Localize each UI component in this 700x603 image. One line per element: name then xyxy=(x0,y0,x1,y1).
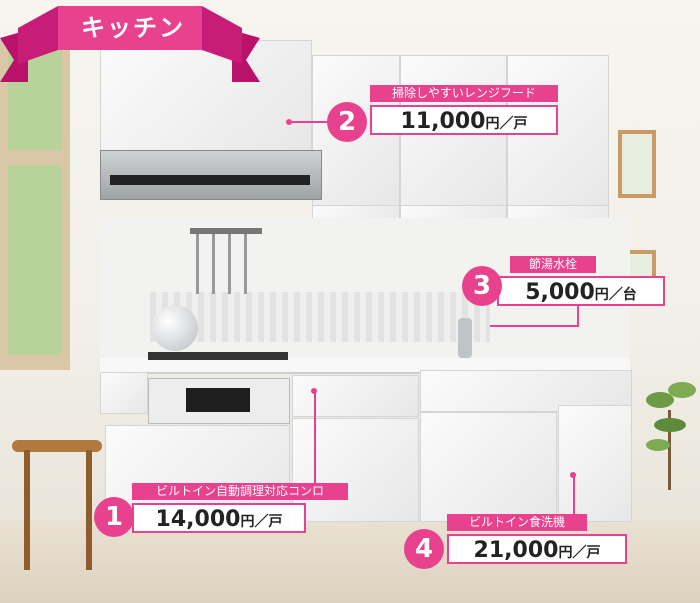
callout-4-unit: 円／戸 xyxy=(558,545,601,561)
callout-3-number: 3 xyxy=(462,266,502,306)
callout-4-dot xyxy=(570,472,576,478)
upper-cabinet-left xyxy=(100,40,312,152)
utensil xyxy=(212,234,215,294)
cooktop xyxy=(148,352,288,360)
utensil xyxy=(196,234,199,294)
callout-1-number: 1 xyxy=(94,497,134,537)
base-drawer-mid xyxy=(292,418,419,522)
dishwasher-panel xyxy=(558,405,632,522)
base-drawer-sink xyxy=(420,412,557,522)
utensil xyxy=(244,234,247,294)
callout-4-price: 21,000 xyxy=(473,538,559,563)
wall-frame xyxy=(618,130,656,198)
utensil xyxy=(228,234,231,294)
utensil-rail xyxy=(190,228,262,234)
stool-leg xyxy=(86,450,92,570)
base-drawer-top xyxy=(292,375,419,417)
faucet xyxy=(458,318,472,358)
callout-3-price: 5,000 xyxy=(525,280,595,305)
callout-2-number: 2 xyxy=(327,102,367,142)
kettle xyxy=(152,305,198,351)
callout-4-label: ビルトイン食洗機 xyxy=(447,514,587,531)
plant xyxy=(646,382,696,490)
callout-2-dot xyxy=(286,119,292,125)
oven-window xyxy=(186,388,250,412)
callout-2-line xyxy=(291,121,341,123)
callout-3-label: 節湯水栓 xyxy=(510,256,596,273)
section-ribbon xyxy=(0,6,260,82)
callout-1-price: 14,000 xyxy=(155,507,241,532)
callout-2-price: 11,000 xyxy=(400,109,486,134)
stool-leg xyxy=(24,450,30,570)
window-left xyxy=(0,40,70,370)
callout-1-unit: 円／戸 xyxy=(240,514,283,530)
callout-4-line xyxy=(573,476,575,514)
base-panel-left xyxy=(100,372,148,414)
callout-2-label: 掃除しやすいレンジフード xyxy=(370,85,558,102)
stool-seat xyxy=(12,440,102,452)
callout-3-unit: 円／台 xyxy=(594,287,637,303)
callout-1-label: ビルトイン自動調理対応コンロ xyxy=(132,483,348,500)
range-hood-bottom xyxy=(110,175,310,185)
section-title: キッチン xyxy=(81,14,185,42)
callout-4-pricebox: 21,000 円／戸 xyxy=(447,534,627,564)
callout-2-pricebox: 11,000 円／戸 xyxy=(370,105,558,135)
callout-3-line-h xyxy=(490,325,579,327)
callout-1-pricebox: 14,000 円／戸 xyxy=(132,503,306,533)
callout-4-number: 4 xyxy=(404,529,444,569)
callout-3-pricebox: 5,000 円／台 xyxy=(497,276,665,306)
tile-mosaic xyxy=(150,292,490,342)
callout-1-line xyxy=(314,391,316,483)
callout-2-unit: 円／戸 xyxy=(485,116,528,132)
callout-3-line-v xyxy=(577,300,579,326)
